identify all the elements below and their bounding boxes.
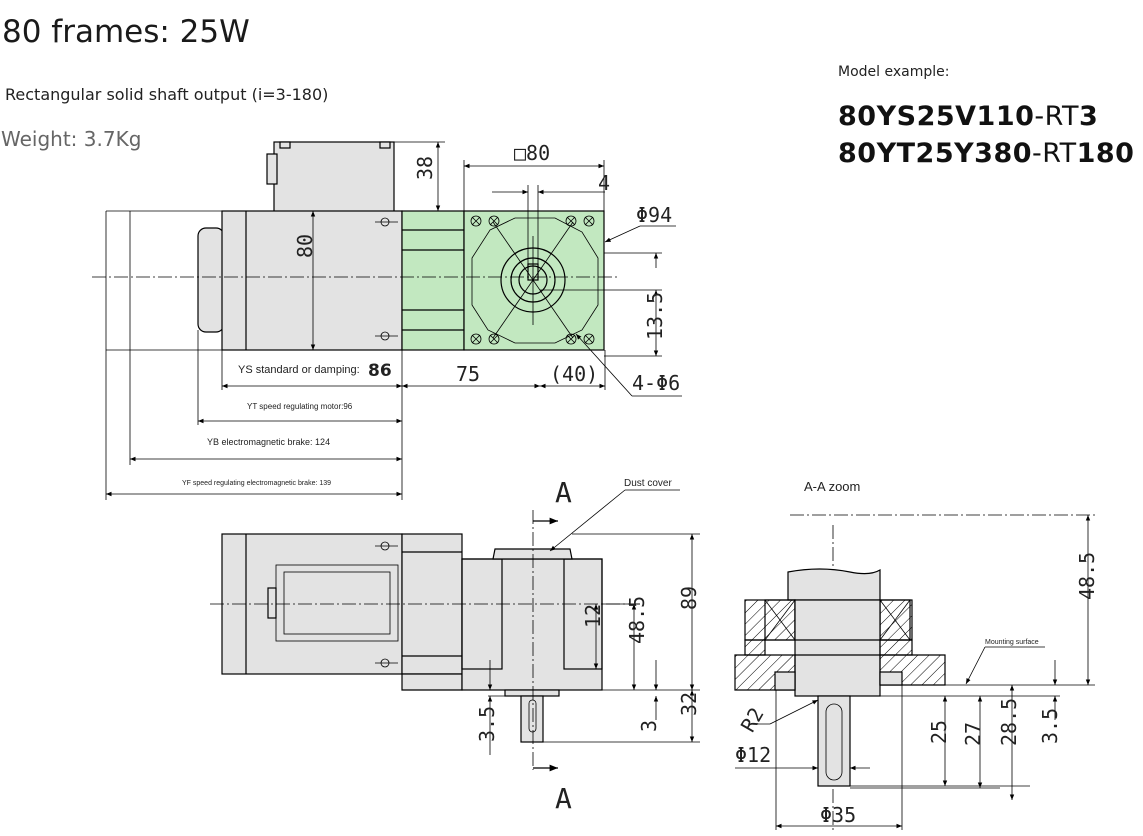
side-terminal-knob [267,587,277,619]
yb-label: YB electromagnetic brake: 124 [207,437,330,447]
yt-label: YT speed regulating motor:96 [247,402,353,411]
motor-bolts-top [375,217,398,341]
section-output-shaft [817,695,851,787]
ys-label: YS standard or damping: [238,364,360,376]
model-2-prefix: 80YT25Y380 [838,138,1033,169]
model-2-dash: - [1032,138,1043,169]
section-top-shaft [787,568,881,601]
model-1-dash: - [1034,101,1045,132]
model-example-label: Model example: [838,64,950,80]
side-gear-base [401,673,463,691]
section-mark-bottom: A [555,782,572,815]
side-dim-32: 32 [677,692,701,716]
dim-keyway: 4 [598,171,610,195]
section-dim-shaft-dia: Φ12 [735,743,771,767]
dim-gear-length: 75 [456,362,480,386]
top-view: 38 □80 4 Φ94 80 13.5 75 (40) 4-Φ6 YS sta… [92,141,682,500]
side-bolts [375,541,398,668]
side-dim-3-5: 3.5 [475,706,499,742]
section-dim-25: 25 [927,720,951,744]
flange-face [471,217,599,344]
section-dim-27: 27 [961,722,985,746]
dim-flange-dia: Φ94 [636,203,672,227]
section-dim-r2: R2 [736,703,769,736]
model-1-prefix: 80YS25V110 [838,101,1035,132]
yf-label: YF speed regulating electromagnetic brak… [182,480,331,487]
side-dim-12: 12 [581,604,605,628]
section-view: A-A zoom Mounting surface [734,479,1099,830]
section-dim-28-5: 28.5 [997,698,1021,746]
terminal-box-knob [266,153,278,185]
section-flange-step-left [774,671,796,691]
page-title: 80 frames: 25W [2,14,250,50]
model-example-1: 80YS25V110-RT3 [838,101,1098,132]
section-dim-48-5: 48.5 [1075,552,1099,600]
dim-offset: 13.5 [643,292,667,340]
side-dim-3: 3 [637,720,661,732]
section-title: A-A zoom [804,479,860,494]
model-1-mid: RT [1044,101,1079,132]
side-boss [504,689,560,697]
dim-top-height: 38 [413,156,437,180]
dust-cover [492,548,573,560]
flange-mount-holes [470,215,595,345]
mounting-surface-label: Mounting surface [985,639,1039,646]
motor-back-cap [197,227,225,333]
terminal-box-screw-right [379,141,391,149]
side-dim-89: 89 [677,586,701,610]
terminal-box-screw-left [279,141,291,149]
section-flange-step-right [879,671,903,686]
gearhead-body [401,210,465,351]
section-dim-3-5: 3.5 [1038,708,1062,744]
ys-value: 86 [368,361,392,381]
side-dim-48-5: 48.5 [625,596,649,644]
dim-body-height: 80 [293,234,317,258]
side-view: A A Dust cover 12 48.5 89 3.5 3 32 [210,476,701,815]
model-2-mid: RT [1042,138,1077,169]
model-2-suffix: 180 [1076,138,1135,169]
dim-flange-length: (40) [550,362,598,386]
dust-cover-label: Dust cover [624,478,672,489]
dim-square: □80 [514,141,550,165]
side-shaft [520,695,544,743]
section-shaft-body [794,599,881,697]
motor-body [221,210,403,351]
model-1-suffix: 3 [1078,101,1099,132]
terminal-box [273,141,395,213]
section-dim-boss-dia: Φ35 [820,803,856,827]
subtitle: Rectangular solid shaft output (i=3-180) [5,85,329,104]
section-mark-top: A [555,476,572,509]
model-example-2: 80YT25Y380-RT180 [838,138,1134,169]
weight-label: Weight: 3.7Kg [1,127,142,151]
dim-holes: 4-Φ6 [632,371,680,395]
